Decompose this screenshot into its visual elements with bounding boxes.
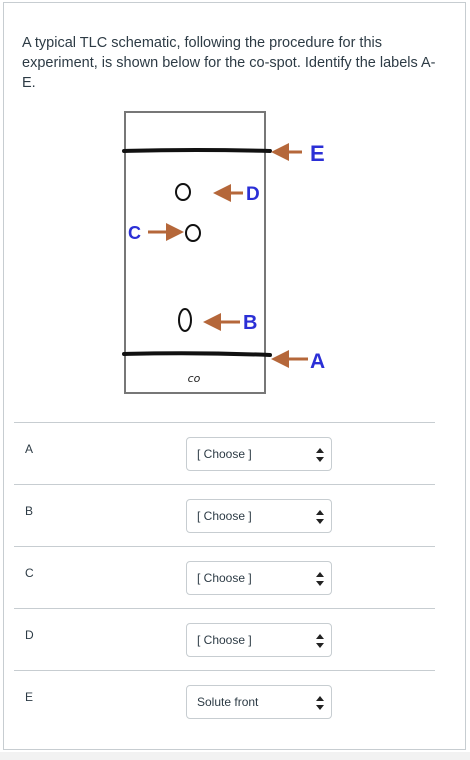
tlc-plate <box>124 111 266 394</box>
answer-label: D <box>25 628 34 642</box>
label-d: D <box>246 184 260 205</box>
spot-b <box>178 308 192 332</box>
baseline-line <box>122 351 272 357</box>
label-b: B <box>243 312 257 334</box>
label-a: A <box>310 350 325 373</box>
answer-label: E <box>25 690 34 704</box>
answer-row-b: B [ Choose ] <box>14 484 435 546</box>
up-down-arrows-icon <box>316 572 324 586</box>
select-value: [ Choose ] <box>197 633 252 647</box>
lane-label-co: co <box>188 372 201 385</box>
answer-label: A <box>25 442 34 456</box>
tlc-schematic-figure: co E D C B A <box>122 111 325 394</box>
answer-select-c[interactable]: [ Choose ] <box>186 561 332 595</box>
answer-label: B <box>25 504 34 518</box>
select-value: [ Choose ] <box>197 509 252 523</box>
answer-row-d: D [ Choose ] <box>14 608 435 670</box>
up-down-arrows-icon <box>316 448 324 462</box>
page-bottom-shade <box>0 752 470 760</box>
answer-select-b[interactable]: [ Choose ] <box>186 499 332 533</box>
answer-row-e: E Solute front <box>14 670 435 732</box>
spot-d <box>175 183 191 201</box>
question-text: A typical TLC schematic, following the p… <box>22 35 436 91</box>
label-c: C <box>128 223 141 243</box>
label-e: E <box>310 141 325 166</box>
select-value: Solute front <box>197 695 259 709</box>
answer-row-a: A [ Choose ] <box>14 422 435 484</box>
solvent-front-line <box>122 148 272 153</box>
answer-row-c: C [ Choose ] <box>14 546 435 608</box>
answer-select-e[interactable]: Solute front <box>186 685 332 719</box>
answer-label: C <box>25 566 34 580</box>
up-down-arrows-icon <box>316 634 324 648</box>
up-down-arrows-icon <box>316 696 324 710</box>
up-down-arrows-icon <box>316 510 324 524</box>
answer-select-a[interactable]: [ Choose ] <box>186 437 332 471</box>
spot-c <box>185 224 201 242</box>
answer-select-d[interactable]: [ Choose ] <box>186 623 332 657</box>
select-value: [ Choose ] <box>197 447 252 461</box>
select-value: [ Choose ] <box>197 571 252 585</box>
